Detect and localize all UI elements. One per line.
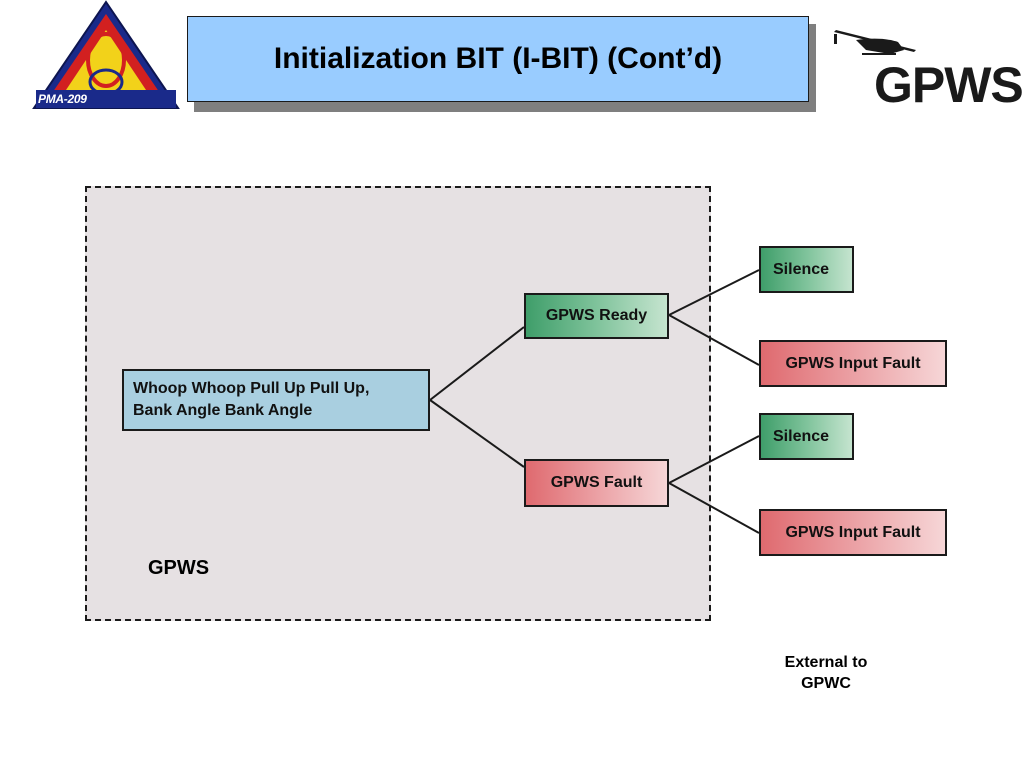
brand-text: GPWS xyxy=(874,57,1024,113)
title-banner: Initialization BIT (I-BIT) (Cont’d) xyxy=(187,16,809,102)
gpws-brand-logo: GPWS xyxy=(826,20,1024,113)
external-note-line-1: External to xyxy=(784,654,868,671)
root-node-alert-message: Whoop Whoop Pull Up Pull Up, Bank Angle … xyxy=(122,369,430,431)
root-node-line-2: Bank Angle Bank Angle xyxy=(133,402,313,419)
page-title: Initialization BIT (I-BIT) (Cont’d) xyxy=(273,42,723,75)
gpws-container-label: GPWS xyxy=(148,557,210,579)
ready-input-fault-label: GPWS Input Fault xyxy=(785,354,921,372)
gpws-ready-node: GPWS Ready xyxy=(524,293,669,339)
pma-209-logo: PMA-209 xyxy=(32,0,180,112)
external-to-gpwc-note: External to GPWC xyxy=(770,652,882,694)
ready-silence-label: Silence xyxy=(773,260,830,278)
ready-silence-node: Silence xyxy=(759,246,854,293)
gpws-fault-label: GPWS Fault xyxy=(550,474,643,491)
logo-text: PMA-209 xyxy=(38,92,87,106)
gpws-ready-label: GPWS Ready xyxy=(545,307,648,324)
fault-silence-label: Silence xyxy=(773,427,830,445)
fault-input-fault-node: GPWS Input Fault xyxy=(759,509,947,556)
fault-silence-node: Silence xyxy=(759,413,854,460)
helicopter-icon xyxy=(834,30,916,55)
fault-input-fault-label: GPWS Input Fault xyxy=(785,523,921,541)
gpws-fault-node: GPWS Fault xyxy=(524,459,669,507)
root-node-line-1: Whoop Whoop Pull Up Pull Up, xyxy=(133,380,370,397)
ready-input-fault-node: GPWS Input Fault xyxy=(759,340,947,387)
external-note-line-2: GPWC xyxy=(801,675,851,692)
